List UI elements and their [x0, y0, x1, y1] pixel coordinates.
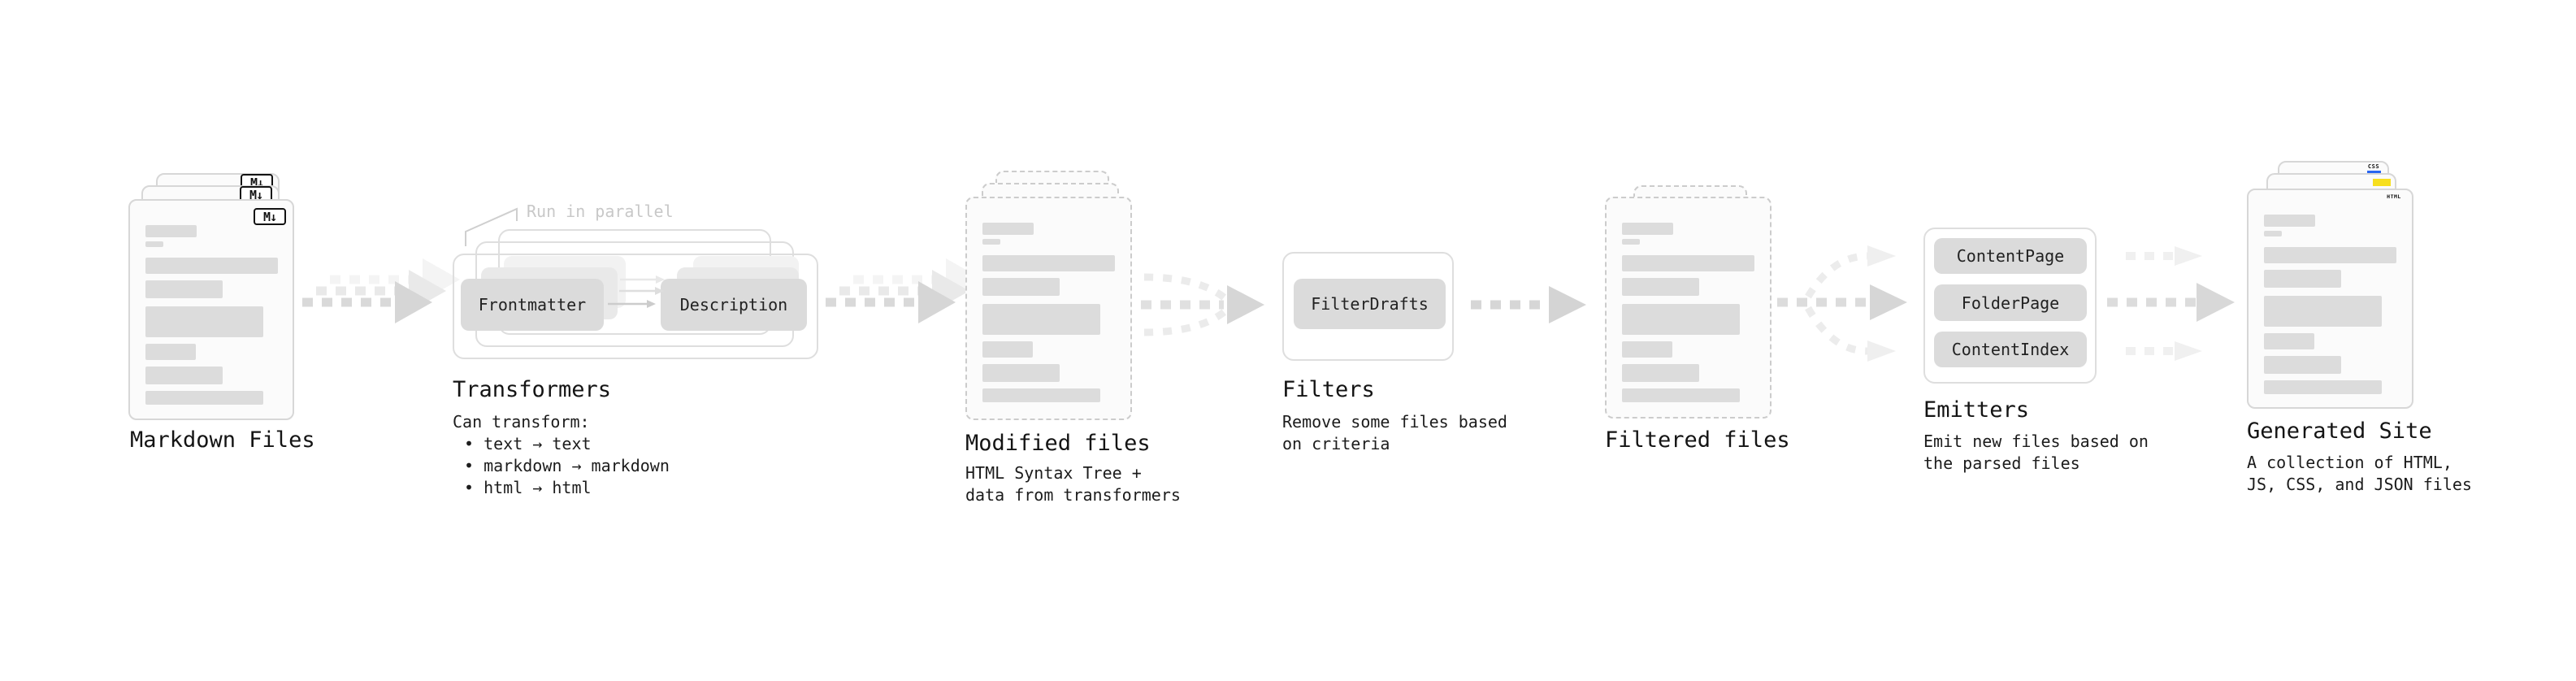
transformer-container-front — [453, 254, 818, 359]
js-icon — [2373, 179, 2391, 186]
doc-text-bar — [1622, 341, 1672, 358]
desc-bullet: • text → text — [464, 434, 592, 453]
doc-text-bar — [145, 225, 197, 237]
doc-text-bar — [145, 391, 263, 405]
generated-site-description: A collection of HTML, JS, CSS, and JSON … — [2247, 453, 2472, 494]
flow-arrow-icon — [302, 258, 460, 323]
doc-text-bar — [145, 241, 163, 247]
emitter-box-contentpage: ContentPage — [1934, 238, 2087, 274]
modified-files-description: HTML Syntax Tree + data from transformer… — [965, 463, 1181, 505]
doc-text-bar — [1622, 255, 1754, 271]
doc-text-bar — [2264, 380, 2382, 394]
stage-label-filters: Filters — [1282, 377, 1375, 402]
desc-bullet: • markdown → markdown — [464, 456, 670, 475]
run-in-parallel-note: Run in parallel — [527, 202, 674, 221]
emitters-description: Emit new files based on the parsed files — [1923, 432, 2149, 473]
transformer-box-description: Description — [661, 279, 807, 331]
desc-title: Can transform: — [453, 412, 590, 432]
emitter-box-folderpage: FolderPage — [1934, 284, 2087, 321]
stage-label-emitters: Emitters — [1923, 397, 2030, 423]
doc-text-bar — [2264, 215, 2315, 227]
desc-bullet: • html → html — [464, 478, 592, 497]
markdown-icon: M↓ — [240, 186, 272, 203]
emitter-box-contentindex: ContentIndex — [1934, 332, 2087, 367]
generated-site-stack: CSS HTML 5 — [2245, 161, 2415, 410]
stage-label-transformers: Transformers — [453, 377, 612, 402]
doc-text-bar — [2264, 270, 2341, 288]
markdown-doc-front: M↓ — [128, 199, 294, 420]
doc-text-bar — [145, 344, 196, 360]
html5-icon-label: HTML — [2387, 193, 2401, 200]
transformer-box-frontmatter: Frontmatter — [461, 279, 604, 331]
flow-arrow-icon — [826, 258, 983, 323]
css-icon: CSS — [2366, 163, 2382, 173]
doc-text-bar — [1622, 223, 1673, 235]
flow-arrow-icon — [1471, 286, 1586, 323]
filters-description: Remove some files based on criteria — [1282, 412, 1507, 453]
modified-files-stack — [965, 171, 1133, 421]
doc-text-bar — [982, 364, 1060, 382]
doc-text-bar — [982, 388, 1100, 402]
modified-doc-front — [965, 197, 1132, 420]
doc-text-bar — [982, 341, 1033, 358]
doc-text-bar — [2264, 296, 2382, 327]
doc-text-bar — [982, 239, 1000, 245]
transform-step-arrows-icon — [608, 275, 665, 308]
generated-doc-front: HTML 5 — [2247, 189, 2413, 409]
filtered-doc-front — [1605, 197, 1772, 419]
transformers-description: Can transform: • text → text • markdown … — [453, 411, 670, 499]
stage-label-markdown-files: Markdown Files — [130, 427, 315, 453]
stage-label-generated-site: Generated Site — [2247, 419, 2432, 444]
stage-label-modified-files: Modified files — [965, 431, 1151, 456]
doc-text-bar — [1622, 304, 1740, 335]
doc-text-bar — [982, 255, 1115, 271]
css-icon-underline — [2366, 171, 2381, 173]
markdown-icon: M↓ — [254, 208, 286, 225]
doc-text-bar — [145, 367, 223, 384]
doc-text-bar — [145, 306, 263, 337]
doc-text-bar — [2264, 333, 2314, 349]
doc-text-bar — [1622, 239, 1640, 245]
doc-text-bar — [982, 223, 1034, 235]
doc-text-bar — [2264, 231, 2282, 236]
doc-text-bar — [145, 280, 223, 298]
doc-text-bar — [982, 304, 1100, 335]
doc-text-bar — [1622, 364, 1699, 382]
doc-text-bar — [1622, 388, 1740, 402]
doc-text-bar — [2264, 247, 2396, 263]
markdown-files-stack: M↓ M↓ M↓ — [128, 173, 296, 421]
callout-line — [465, 207, 518, 246]
doc-text-bar — [145, 258, 278, 274]
split-arrow-icon — [1777, 245, 1907, 362]
doc-text-bar — [1622, 278, 1699, 296]
stage-label-filtered-files: Filtered files — [1605, 427, 1790, 453]
parallel-arrows-icon — [2107, 246, 2235, 361]
doc-text-bar — [982, 278, 1060, 296]
html5-icon: HTML 5 — [2383, 193, 2405, 200]
filtered-files-stack — [1605, 185, 1772, 421]
css-icon-label: CSS — [2367, 163, 2380, 170]
merge-arrow-icon — [1141, 273, 1264, 336]
filter-box-filterdrafts: FilterDrafts — [1294, 279, 1446, 329]
doc-text-bar — [2264, 356, 2341, 374]
